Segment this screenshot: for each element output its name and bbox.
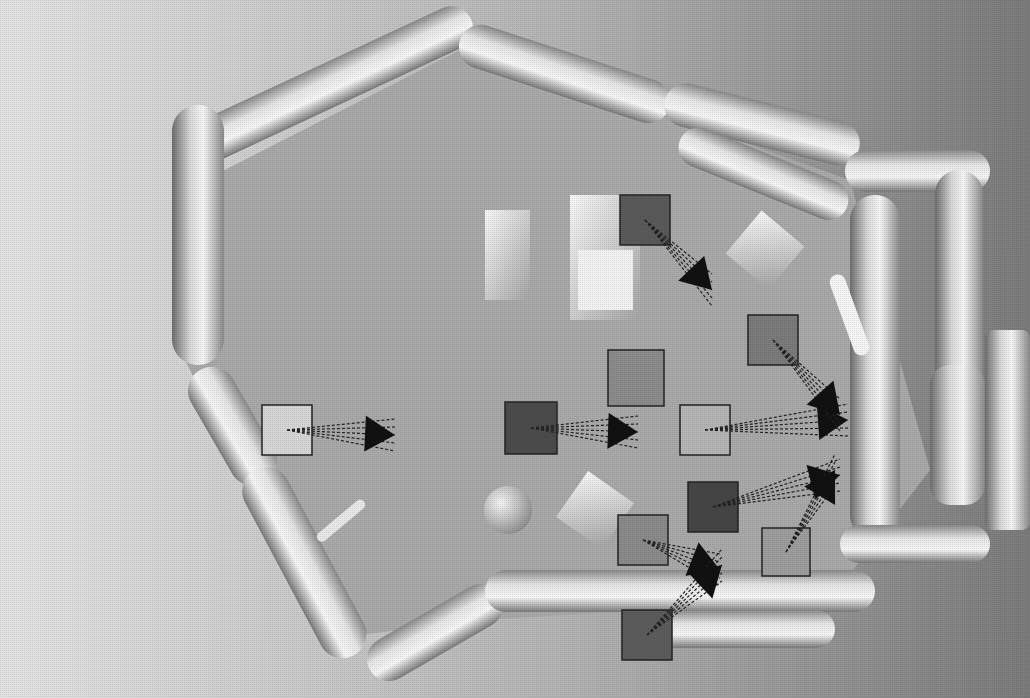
dither-overlay	[0, 0, 1030, 698]
scene-canvas	[0, 0, 1030, 698]
scene-viewport	[0, 0, 1030, 698]
